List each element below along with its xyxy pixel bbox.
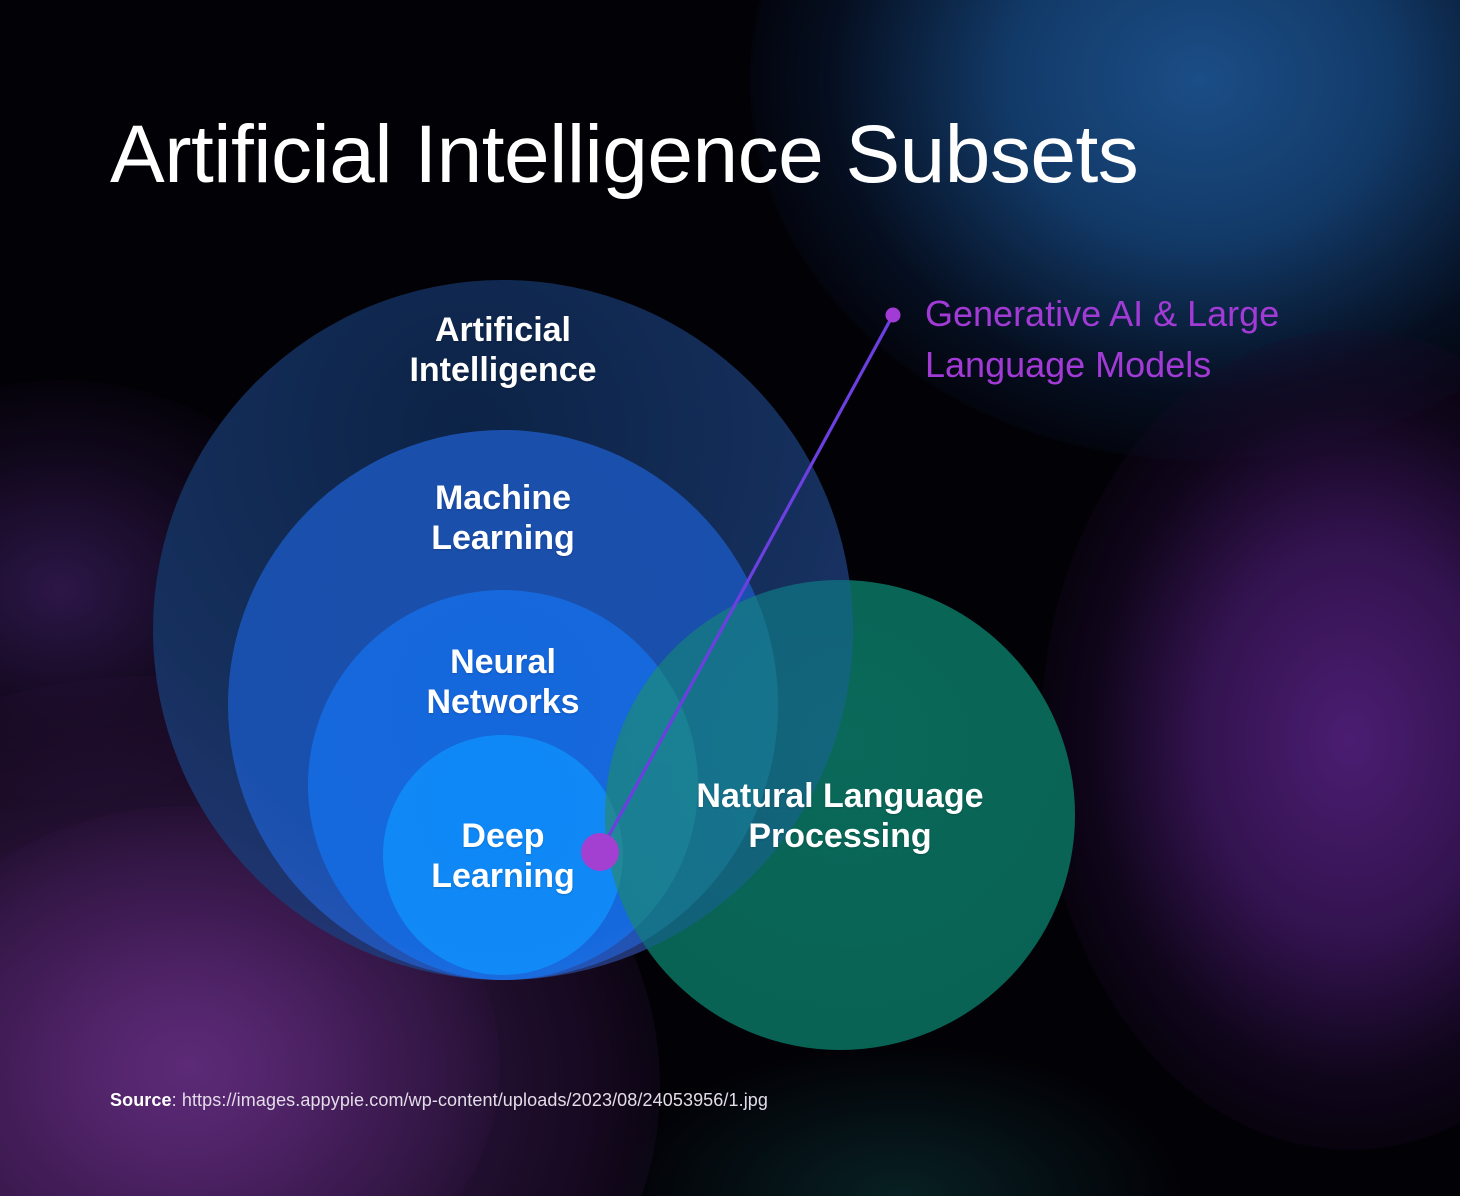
source-separator: : [171, 1090, 182, 1110]
source-prefix: Source [110, 1090, 172, 1110]
page-title: Artificial Intelligence Subsets [110, 109, 1139, 200]
source-attribution: Source: https://images.appypie.com/wp-co… [110, 1090, 768, 1111]
source-url: https://images.appypie.com/wp-content/up… [181, 1090, 769, 1110]
callout-leader-line [598, 313, 895, 854]
genai-marker-dot[interactable] [581, 833, 619, 871]
callout-label-generative-ai: Generative AI & Large Language Models [925, 293, 1280, 386]
circle-natural-language-processing [605, 580, 1075, 1050]
callout-endpoint-dot [885, 307, 901, 323]
circle-deep-learning [383, 735, 623, 975]
